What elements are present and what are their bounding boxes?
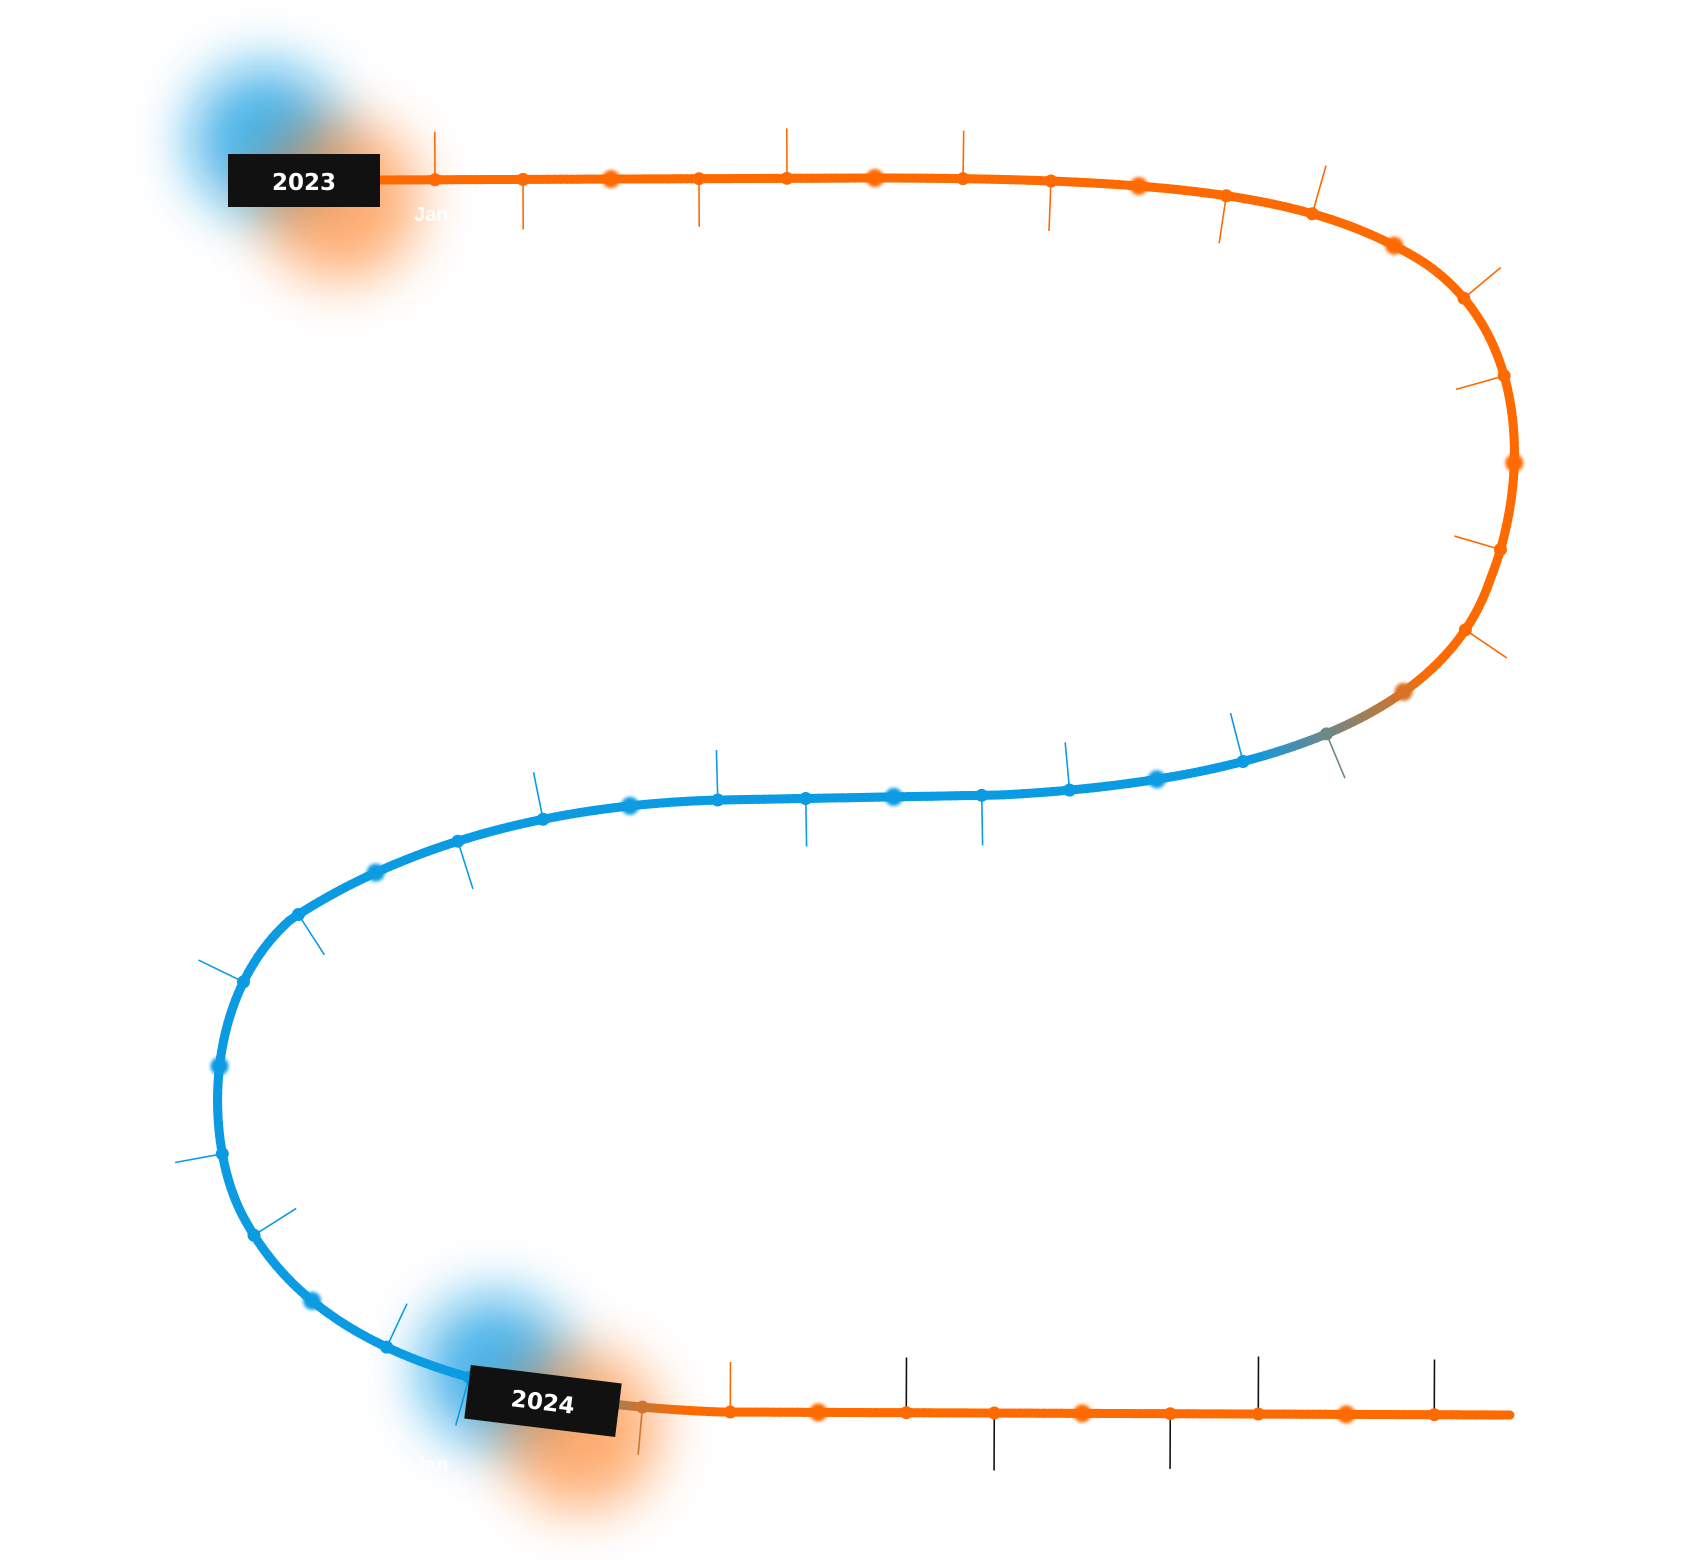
- month-label-jan-2023: Jan: [414, 204, 448, 226]
- month-tick: [1064, 742, 1071, 791]
- year-label-2023-text: 2023: [272, 170, 336, 196]
- month-dot: [723, 1405, 737, 1419]
- month-dot: [1427, 1408, 1441, 1422]
- month-tick: [1454, 535, 1501, 551]
- month-tick: [1455, 375, 1505, 391]
- month-dot: [366, 863, 385, 882]
- month-tick: [385, 1303, 408, 1348]
- month-tick: [1325, 733, 1346, 779]
- month-dot: [1505, 453, 1524, 472]
- month-dot: [210, 1057, 229, 1076]
- month-dot: [1219, 189, 1233, 203]
- month-dot: [1073, 1404, 1092, 1423]
- month-dot: [884, 787, 903, 806]
- month-tick: [1229, 712, 1244, 762]
- month-tick: [253, 1207, 297, 1236]
- month-dot: [1063, 783, 1077, 797]
- month-dot: [899, 1406, 913, 1420]
- month-tick: [532, 772, 544, 820]
- month-tick: [980, 795, 984, 846]
- month-tick: [1048, 180, 1052, 232]
- month-dot: [620, 796, 639, 815]
- month-dot: [1236, 755, 1250, 769]
- month-dot: [601, 170, 620, 189]
- month-tick: [715, 750, 719, 801]
- month-dot: [1497, 369, 1511, 383]
- month-tick: [174, 1153, 223, 1164]
- month-dot: [865, 169, 884, 188]
- month-dot: [1457, 291, 1471, 305]
- month-dot: [1394, 682, 1413, 701]
- year-label-2023: 2023: [228, 154, 380, 207]
- month-label-jan-2024: Jan: [414, 1454, 448, 1476]
- month-dot: [956, 172, 970, 186]
- month-tick: [637, 1406, 644, 1455]
- year-label-2024: 2024: [464, 1364, 622, 1438]
- month-dot: [692, 172, 706, 186]
- month-dot: [1044, 174, 1058, 188]
- month-dot: [291, 908, 305, 922]
- month-dot: [635, 1400, 649, 1414]
- month-tick: [457, 840, 474, 890]
- month-tick: [454, 1377, 470, 1426]
- month-dot: [516, 172, 530, 186]
- month-dot: [451, 834, 465, 848]
- month-tick: [1218, 195, 1228, 244]
- month-dot: [975, 788, 989, 802]
- month-dot: [380, 1340, 394, 1354]
- month-dot: [1129, 177, 1148, 196]
- month-dot: [1305, 207, 1319, 221]
- month-dot: [236, 975, 250, 989]
- year-label-2023-box: [228, 154, 380, 207]
- month-dot: [1337, 1405, 1356, 1424]
- month-dot: [780, 171, 794, 185]
- month-dot: [215, 1147, 229, 1161]
- month-tick: [297, 914, 326, 956]
- month-tick: [198, 959, 244, 983]
- month-dot: [1147, 770, 1166, 789]
- month-dot: [303, 1291, 322, 1310]
- year-label-2024-box: [464, 1364, 622, 1438]
- month-tick: [1311, 165, 1327, 214]
- month-dot: [1458, 623, 1472, 637]
- month-dot: [809, 1403, 828, 1422]
- month-tick: [962, 130, 965, 179]
- month-dot: [987, 1406, 1001, 1420]
- month-dot: [1163, 1407, 1177, 1421]
- month-tick: [804, 798, 808, 847]
- month-dot: [1251, 1407, 1265, 1421]
- month-dot: [799, 791, 813, 805]
- month-tick: [1463, 266, 1502, 299]
- timeline-ticks: [174, 128, 1508, 1471]
- month-dot: [1385, 236, 1404, 255]
- timeline-curve: [213, 173, 1519, 1420]
- month-dot: [247, 1228, 261, 1242]
- month-dot: [536, 812, 550, 826]
- month-tick: [1464, 629, 1508, 659]
- month-dot: [1493, 543, 1507, 557]
- month-dot: [711, 793, 725, 807]
- month-dot: [1319, 727, 1333, 741]
- month-dot: [428, 173, 442, 187]
